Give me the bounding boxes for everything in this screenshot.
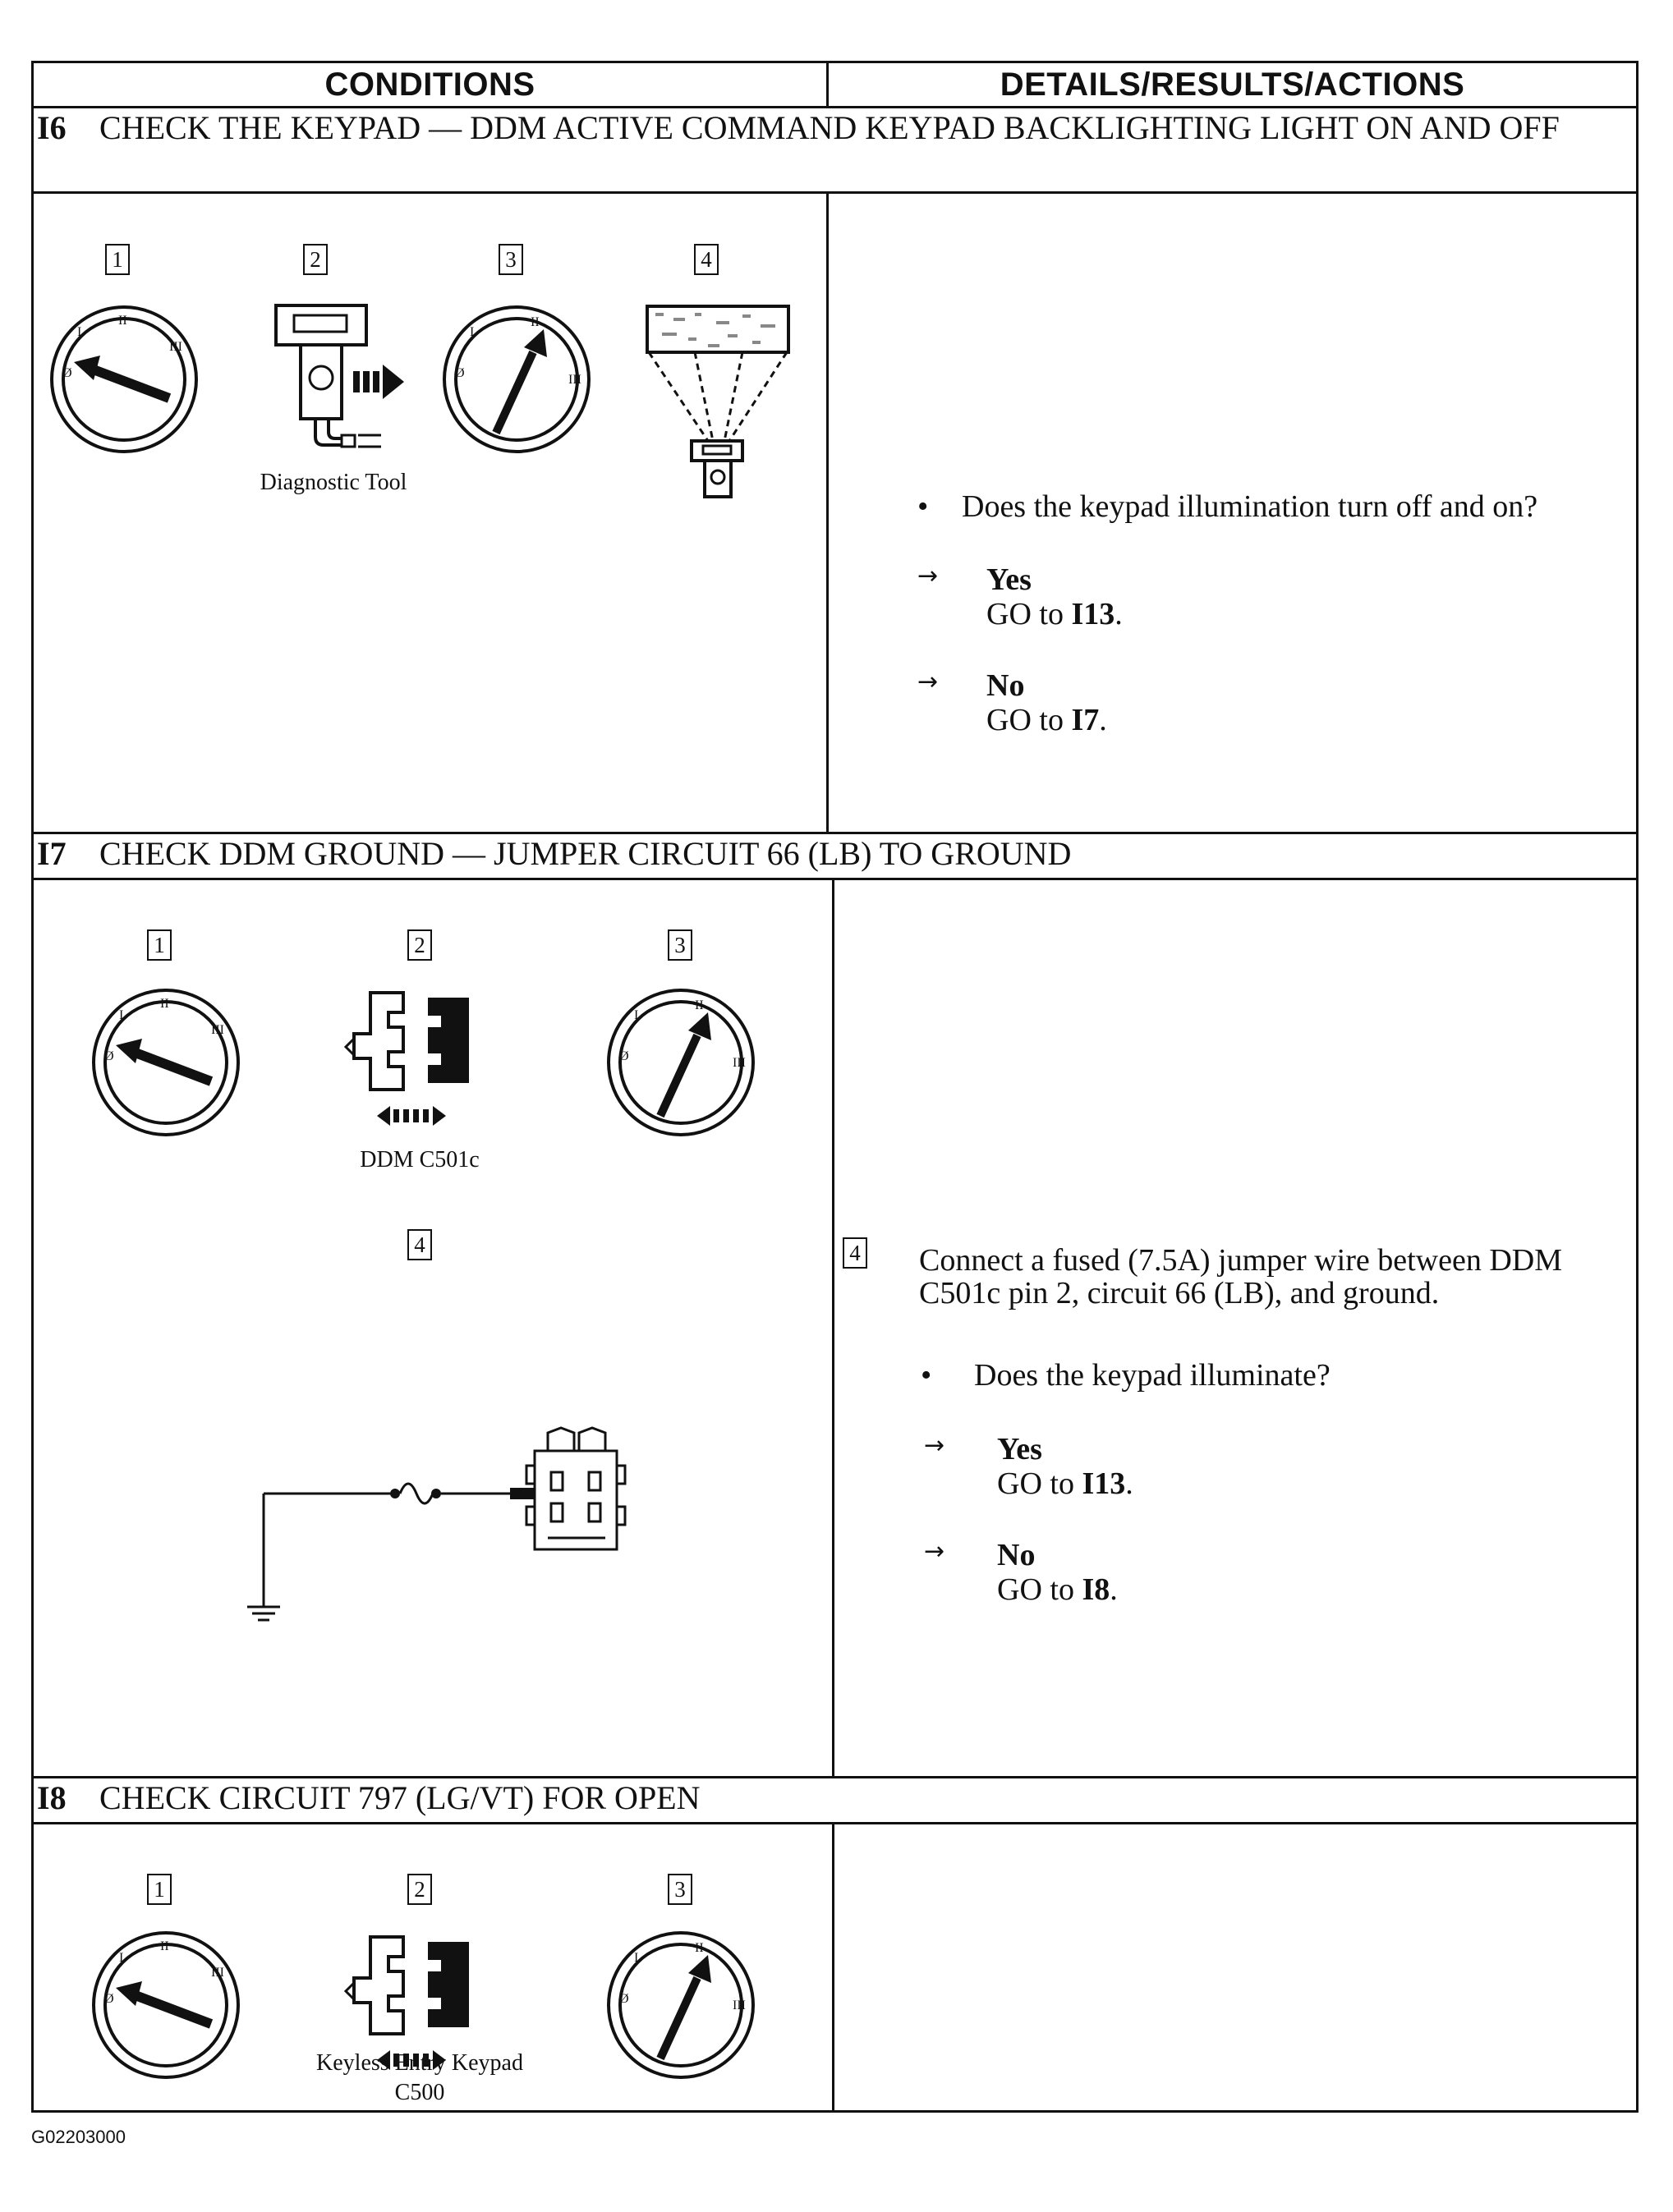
svg-text:Ø: Ø	[619, 1049, 629, 1063]
svg-text:II: II	[695, 1941, 704, 1955]
step-title-text: CHECK THE KEYPAD — DDM ACTIVE COMMAND KE…	[99, 109, 1560, 146]
yes-label: Yes	[986, 562, 1032, 597]
column-divider	[832, 878, 834, 1776]
svg-text:III: III	[169, 340, 182, 354]
arrow-icon: →	[924, 1537, 945, 1566]
figure-label: C500	[394, 2080, 445, 2105]
svg-text:I: I	[77, 325, 81, 339]
ignition-switch-off-icon: I Ø II III	[92, 989, 240, 1136]
fused-jumper-wire-icon	[247, 1426, 627, 1622]
goto-prefix: GO to	[997, 1466, 1082, 1501]
figure-step-number: 2	[407, 929, 432, 961]
figure-step-number: 4	[694, 244, 719, 275]
column-header-details: DETAILS/RESULTS/ACTIONS	[1000, 67, 1465, 103]
column-divider	[832, 1822, 834, 2113]
ignition-switch-run-icon: I Ø II III	[443, 305, 591, 453]
figure-step-number: 2	[407, 1874, 432, 1905]
goto-target: I7	[1071, 703, 1100, 737]
bullet-icon: •	[917, 489, 929, 524]
svg-text:Ø: Ø	[104, 1992, 114, 2006]
figure-code: G02203000	[31, 2127, 126, 2147]
ignition-switch-run-icon: I Ø II III	[607, 989, 755, 1136]
ignition-switch-run-icon: I Ø II III	[607, 1931, 755, 2079]
step-title-text: CHECK CIRCUIT 797 (LG/VT) FOR OPEN	[99, 1779, 701, 1816]
ignition-switch-off-icon: I Ø II III	[50, 305, 198, 453]
figure-step-number: 2	[303, 244, 328, 275]
figure-step-number: 1	[147, 1874, 172, 1905]
goto-prefix: GO to	[986, 597, 1072, 631]
figure-step-number: 3	[668, 1874, 692, 1905]
row-divider	[34, 191, 1636, 194]
header-divider	[826, 63, 829, 106]
column-divider	[826, 191, 829, 832]
svg-text:III: III	[733, 1056, 746, 1070]
row-divider	[34, 878, 1636, 880]
step-id: I8	[37, 1779, 67, 1816]
goto-target: I8	[1082, 1572, 1110, 1607]
goto-target: I13	[1082, 1466, 1126, 1501]
question-text: Does the keypad illumination turn off an…	[962, 489, 1538, 524]
figure-step-number: 3	[668, 929, 692, 961]
connector-disconnect-icon	[343, 991, 469, 1126]
connector-disconnect-icon	[343, 1935, 469, 2070]
yes-label: Yes	[997, 1432, 1042, 1466]
keypad-backlight-icon	[646, 305, 790, 498]
arrow-icon: →	[917, 668, 939, 696]
instruction-text: Connect a fused (7.5A) jumper wire betwe…	[919, 1243, 1562, 1310]
svg-text:I: I	[119, 1008, 123, 1022]
step-title-i7: I7 CHECK DDM GROUND — JUMPER CIRCUIT 66 (…	[37, 837, 1631, 871]
svg-text:II: II	[531, 315, 540, 329]
row-divider	[34, 1822, 1636, 1824]
yes-result: Yes GO to I13.	[986, 562, 1123, 631]
step-id: I6	[37, 109, 67, 146]
svg-text:II: II	[118, 314, 127, 328]
no-result: No GO to I7.	[986, 668, 1107, 737]
step-title-i6: I6 CHECK THE KEYPAD — DDM ACTIVE COMMAND …	[37, 111, 1631, 145]
arrow-icon: →	[924, 1431, 945, 1460]
step-id: I7	[37, 835, 67, 872]
step-title-text: CHECK DDM GROUND — JUMPER CIRCUIT 66 (LB…	[99, 835, 1072, 872]
column-header-conditions: CONDITIONS	[324, 67, 535, 103]
no-label: No	[986, 668, 1025, 703]
ignition-switch-off-icon: I Ø II III	[92, 1931, 240, 2079]
goto-target: I13	[1071, 597, 1115, 631]
bullet-icon: •	[921, 1358, 932, 1393]
svg-text:Ø: Ø	[62, 366, 72, 380]
svg-text:Ø: Ø	[455, 366, 465, 380]
svg-text:Ø: Ø	[104, 1049, 114, 1063]
arrow-icon: →	[917, 562, 939, 590]
svg-text:III: III	[733, 1999, 746, 2012]
row-divider	[34, 106, 1636, 108]
svg-text:I: I	[119, 1951, 123, 1965]
svg-text:II: II	[160, 997, 169, 1011]
svg-text:I: I	[634, 1951, 638, 1965]
svg-text:III: III	[211, 1966, 224, 1980]
instruction-step-number: 4	[843, 1237, 867, 1269]
diagnostic-tool-icon	[274, 304, 404, 448]
figure-step-number: 1	[105, 244, 130, 275]
svg-text:I: I	[634, 1008, 638, 1022]
question-text: Does the keypad illuminate?	[974, 1358, 1331, 1393]
svg-text:III: III	[568, 373, 581, 387]
svg-text:II: II	[695, 998, 704, 1012]
step-title-i8: I8 CHECK CIRCUIT 797 (LG/VT) FOR OPEN	[37, 1781, 1631, 1815]
row-divider	[34, 832, 1636, 834]
row-divider	[34, 1776, 1636, 1778]
no-result: No GO to I8.	[997, 1538, 1118, 1607]
figure-label: DDM C501c	[360, 1147, 480, 1173]
figure-label: Keyless Entry Keypad	[316, 2050, 523, 2076]
no-label: No	[997, 1538, 1036, 1572]
svg-text:III: III	[211, 1023, 224, 1037]
svg-text:Ø: Ø	[619, 1992, 629, 2006]
svg-text:II: II	[160, 1939, 169, 1953]
figure-step-number: 4	[407, 1229, 432, 1260]
figure-label: Diagnostic Tool	[260, 470, 407, 495]
figure-step-number: 3	[499, 244, 523, 275]
goto-prefix: GO to	[997, 1572, 1082, 1607]
figure-step-number: 1	[147, 929, 172, 961]
svg-text:I: I	[470, 325, 474, 339]
yes-result: Yes GO to I13.	[997, 1432, 1133, 1501]
goto-prefix: GO to	[986, 703, 1072, 737]
